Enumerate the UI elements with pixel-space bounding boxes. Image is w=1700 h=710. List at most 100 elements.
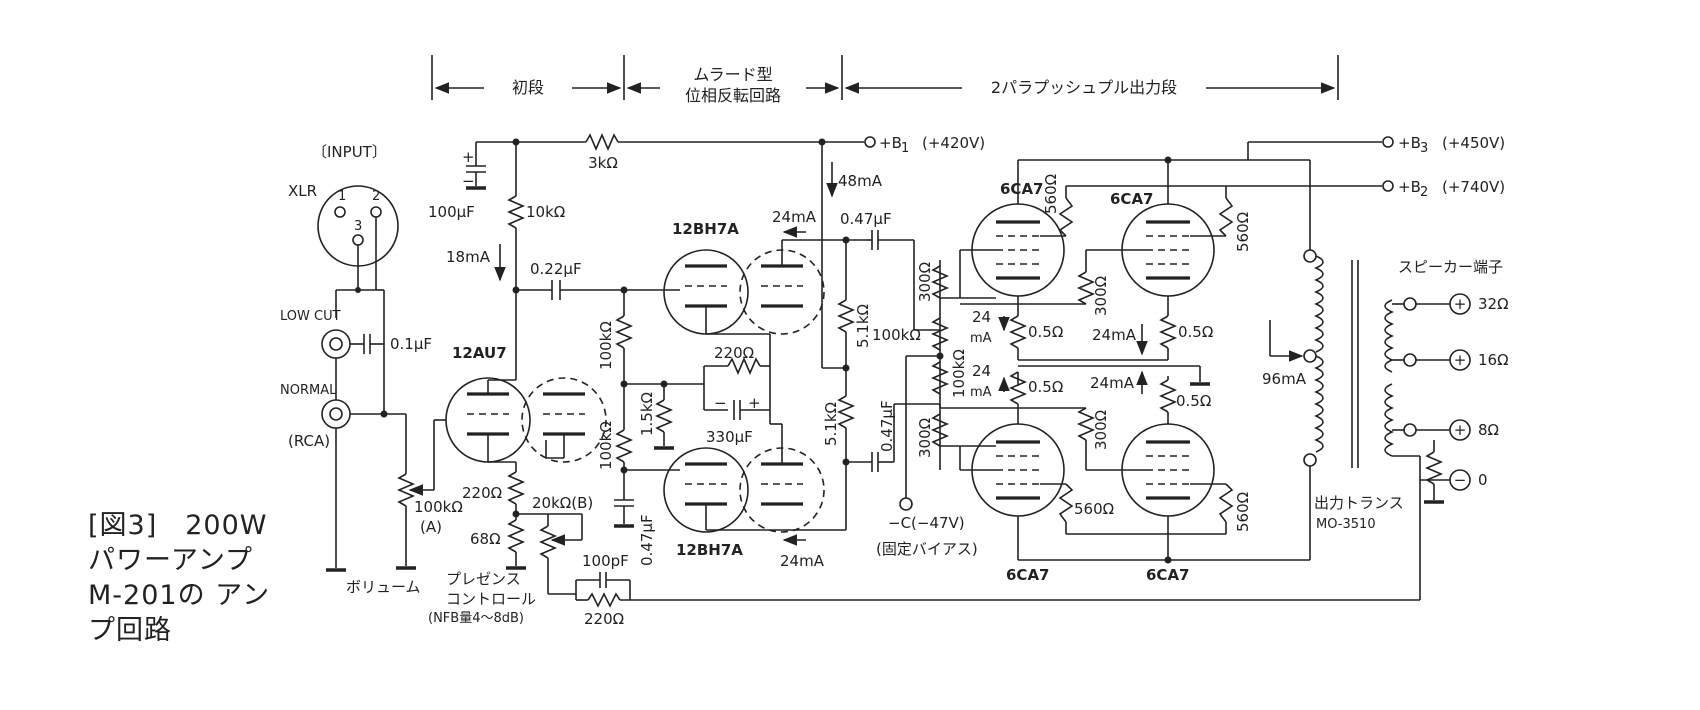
- c-330u-label: 330μF: [706, 428, 753, 446]
- volume-label: ボリューム: [346, 578, 421, 596]
- section-output-stage: 2パラプッシュプル出力段: [991, 78, 1177, 97]
- r-15k-label: 1.5kΩ: [638, 392, 656, 436]
- tube-6ca7-top-right: 6CA7: [1110, 190, 1215, 297]
- b2-label: +B: [1398, 178, 1421, 196]
- section-headers: 初段 ムラード型 位相反転回路 2パラプッシュプル出力段: [431, 55, 1339, 105]
- i-24-b1: 24: [972, 362, 991, 380]
- r-220-pi-label: 220Ω: [714, 344, 754, 362]
- speaker-8-plus: +: [1454, 421, 1467, 439]
- r-220-nfb-label: 220Ω: [584, 610, 624, 628]
- speaker-0: 0: [1478, 471, 1488, 489]
- i-18ma-label: 18mA: [446, 248, 491, 266]
- r-560-a-label: 560Ω: [1042, 174, 1060, 214]
- i-96ma-label: 96mA: [1262, 370, 1307, 388]
- r-300-b-label: 300Ω: [916, 418, 934, 458]
- vol-100k-label: 100kΩ: [414, 498, 463, 516]
- i-24-a2: mA: [970, 331, 992, 346]
- r-100k-bias1-label: 100kΩ: [872, 326, 921, 344]
- presence-label-3: (NFB量4〜8dB): [428, 611, 524, 626]
- section-first-stage: 初段: [512, 78, 544, 97]
- caption-line-4: プ回路: [88, 615, 172, 646]
- normal-label: NORMAL: [280, 383, 337, 398]
- figure-caption: [図3] 200W パワーアンプ M-201の アン プ回路: [88, 508, 318, 648]
- tube-12au7-label: 12AU7: [452, 344, 507, 362]
- xlr-pin2: 2: [372, 189, 380, 204]
- r-20k-label: 20kΩ(B): [532, 494, 593, 512]
- r-05-a-label: 0.5Ω: [1028, 323, 1063, 341]
- c-022uf-label: 0.22μF: [530, 260, 582, 278]
- b3-subscript: 3: [1420, 141, 1428, 156]
- speaker-terminals: スピーカー端子 + 32Ω + 16Ω + 8Ω − 0: [1392, 258, 1509, 600]
- b1-rail: 3kΩ +B 1 (+420V): [476, 132, 985, 172]
- r-560-d-label: 560Ω: [1234, 492, 1252, 532]
- r-100k-grid-label: 100kΩ: [597, 321, 615, 370]
- low-cut-label: LOW CUT: [280, 309, 341, 324]
- first-stage-cathode: 220Ω 68Ω 20kΩ(B) 100pF 220Ω: [462, 471, 1420, 628]
- b1-label: +B: [879, 134, 902, 152]
- r-560-b-label: 560Ω: [1234, 212, 1252, 252]
- tube-6ca7-br-label: 6CA7: [1146, 566, 1190, 584]
- xlr-pin3: 3: [354, 219, 362, 234]
- speaker-16-plus: +: [1454, 351, 1467, 369]
- caption-line-1: [図3] 200W: [88, 510, 268, 541]
- r-100k-grid2-label: 100kΩ: [597, 421, 615, 470]
- r-300-d-label: 300Ω: [1092, 410, 1110, 450]
- i-24ma-pi-bottom-label: 24mA: [780, 552, 825, 570]
- bias-note-label: (固定バイアス): [876, 540, 978, 558]
- tube-6ca7-bottom-left: 6CA7: [971, 423, 1065, 584]
- i-24-b2: mA: [970, 385, 992, 400]
- vol-a-label: (A): [420, 518, 442, 536]
- c-100pf-label: 100pF: [582, 552, 629, 570]
- c-047-pi-label: 0.47μF: [638, 514, 656, 566]
- presence-label-1: プレゼンス: [446, 570, 521, 588]
- i-24-a1: 24: [972, 308, 991, 326]
- r-220-cath-label: 220Ω: [462, 484, 502, 502]
- cap-100uf-minus: −: [462, 172, 475, 190]
- xlr-pin1: 1: [338, 189, 346, 204]
- r-05-b-label: 0.5Ω: [1178, 323, 1213, 341]
- speaker-title: スピーカー端子: [1398, 258, 1503, 276]
- r-300-c-label: 300Ω: [1092, 276, 1110, 316]
- i-24ma-top-label: 24mA: [772, 208, 817, 226]
- rca-label: (RCA): [288, 432, 330, 450]
- r-10k-label: 10kΩ: [526, 203, 565, 221]
- tube-12bh7a-top-label: 12BH7A: [672, 220, 739, 238]
- r-300-a-label: 300Ω: [916, 262, 934, 302]
- i-48ma-label: 48mA: [838, 172, 883, 190]
- caption-line-2: パワーアンプ: [88, 545, 254, 576]
- r-68-label: 68Ω: [470, 530, 501, 548]
- b3-label: +B: [1398, 134, 1421, 152]
- phase-inverter: 100kΩ 100kΩ 0.47μF 1.5kΩ 220Ω − + 330μF: [597, 142, 940, 570]
- control-labels: ボリューム プレゼンス コントロール (NFB量4〜8dB): [346, 570, 536, 626]
- i-24ma-c-label: 24mA: [1092, 326, 1137, 344]
- r-05-c-label: 0.5Ω: [1028, 378, 1063, 396]
- r-3k-label: 3kΩ: [588, 154, 618, 172]
- b1-voltage: (+420V): [922, 134, 985, 152]
- xlr-label: XLR: [288, 182, 317, 200]
- b1-subscript: 1: [901, 141, 909, 156]
- tube-6ca7-tr-label: 6CA7: [1110, 190, 1154, 208]
- output-stage: 300Ω 100kΩ 100kΩ 300Ω −C(−47V) (固定バイアス) …: [872, 156, 1310, 584]
- cap-100uf-plus: +: [462, 148, 475, 166]
- first-stage-plate: 10kΩ 18mA 0.22μF: [446, 142, 680, 380]
- speaker-32: 32Ω: [1478, 295, 1509, 313]
- bias-label: −C(−47V): [888, 514, 965, 532]
- output-transformer: +B 3 (+450V) +B 2 (+740V) 96mA 出力トランス MO…: [1247, 134, 1505, 560]
- section-phase-inverter: 位相反転回路: [685, 86, 781, 105]
- speaker-32-plus: +: [1454, 295, 1467, 313]
- transformer-label: 出力トランス: [1314, 494, 1404, 512]
- c-330-minus: −: [714, 394, 727, 412]
- input-section: 〔INPUT〕 XLR 1 2 3 LOW CUT 0.1μF NORMAL (…: [280, 143, 463, 572]
- r-51k-a-label: 5.1kΩ: [854, 304, 872, 348]
- caption-line-3: M-201の アン: [88, 580, 271, 611]
- tube-12au7: 12AU7: [414, 344, 607, 491]
- tube-6ca7-bottom-right: 6CA7: [1121, 423, 1215, 584]
- speaker-16: 16Ω: [1478, 351, 1509, 369]
- speaker-8: 8Ω: [1478, 421, 1499, 439]
- c-047-bottom-label: 0.47μF: [878, 400, 896, 452]
- r-51k-b-label: 5.1kΩ: [822, 402, 840, 446]
- cap-100uf: + − 100μF: [428, 142, 486, 221]
- r-100k-bias2-label: 100kΩ: [950, 349, 968, 398]
